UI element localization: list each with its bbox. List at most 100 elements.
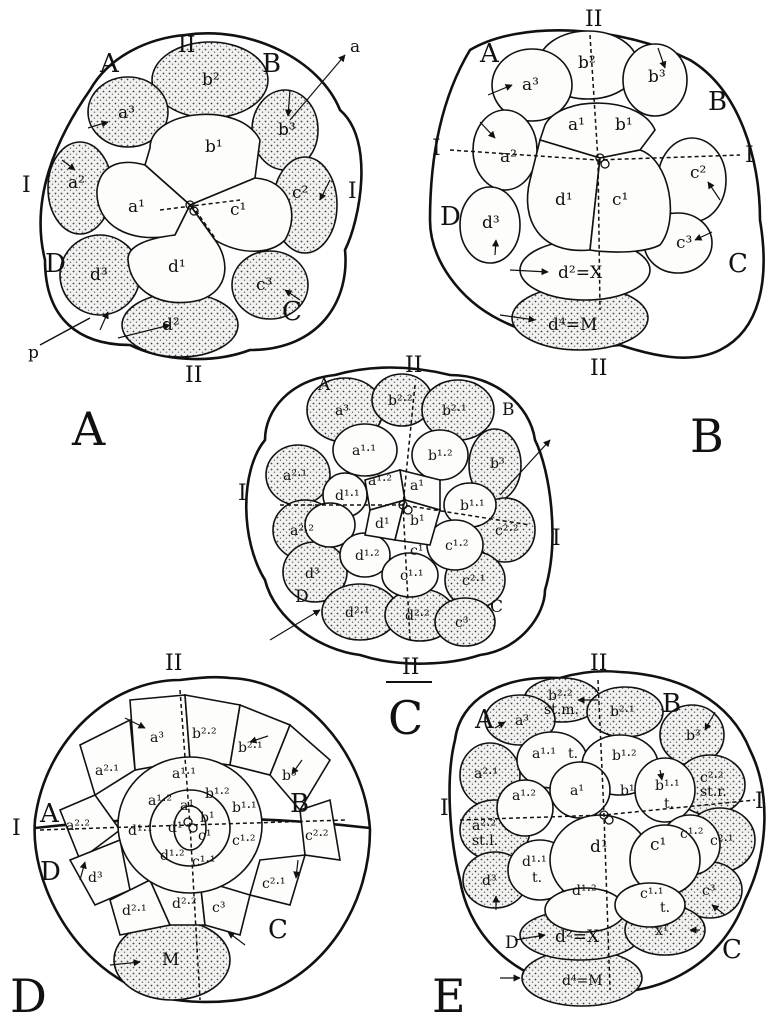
cell-label: st.m. xyxy=(544,702,579,718)
cell-label: a³ xyxy=(522,75,539,95)
quadrant-a: A xyxy=(317,375,331,395)
cell-label: c² xyxy=(690,163,706,183)
axis-II-top: II xyxy=(585,7,602,32)
axis-I-right: I xyxy=(755,789,764,814)
cell-label: a¹ xyxy=(180,798,194,814)
quadrant-a: A xyxy=(474,705,495,735)
quadrant-d: D xyxy=(45,249,66,279)
cell-label: c³ xyxy=(212,900,225,916)
cell-label: b¹·² xyxy=(205,786,230,802)
cell-label: a¹·² xyxy=(148,793,172,809)
cell-label: c¹ xyxy=(198,828,211,844)
cell-label: b¹·² xyxy=(612,748,637,764)
cell-label: c³ xyxy=(455,615,468,631)
cell-label: a¹ xyxy=(568,115,585,135)
cell-label: c¹ xyxy=(612,190,628,210)
cell-label: d³ xyxy=(90,265,108,285)
cell-label: b²·² xyxy=(192,726,217,742)
quadrant-d: D xyxy=(440,202,461,232)
marker-a: a xyxy=(350,37,360,57)
cell-label: d¹·² xyxy=(160,848,185,864)
cell-label: a¹ xyxy=(128,197,145,217)
cell-label: b²·¹ xyxy=(610,704,635,720)
figure-title-a: A xyxy=(71,402,106,456)
cell-label: a²·¹ xyxy=(283,468,307,484)
cell-label: st.l. xyxy=(472,833,498,849)
quadrant-c: C xyxy=(722,935,742,965)
cell-label: c¹·² xyxy=(232,833,256,849)
animal-arrow xyxy=(290,55,345,120)
cell-label: a²·² xyxy=(290,523,314,539)
cell-label: c²·¹ xyxy=(262,876,286,892)
cell-label: d²·² xyxy=(405,608,430,624)
figure-e: a³ b²·² st.m. b²·¹ b³ a²·¹ a¹·¹ t. b¹·² … xyxy=(432,651,764,1017)
cell-label: a²·² xyxy=(472,818,496,834)
cell-label: a¹ xyxy=(410,478,424,494)
figure-title-b: B xyxy=(690,409,724,463)
cell-label: b¹ xyxy=(615,115,633,135)
cell-label: t. xyxy=(664,796,674,812)
cell-label: d³ xyxy=(482,873,497,889)
cell-label: b¹·² xyxy=(428,448,453,464)
cell-label: d¹·² xyxy=(355,548,380,564)
cell-label: a²·¹ xyxy=(95,763,119,779)
cell-label: b³ xyxy=(278,120,296,140)
axis-II-bottom: II xyxy=(590,356,607,381)
cell-label: a² xyxy=(68,173,85,193)
cell-label: b² xyxy=(202,70,220,90)
figure-title-d: D xyxy=(10,969,47,1017)
quadrant-c: C xyxy=(282,297,302,327)
quadrant-c: C xyxy=(268,915,288,945)
quadrant-d: D xyxy=(295,587,309,607)
cell-label: d²·¹ xyxy=(122,903,147,919)
quadrant-d: D xyxy=(505,933,519,953)
cell-label: b² xyxy=(578,53,596,73)
cell-label: c² xyxy=(292,183,308,203)
cell-label: a¹·¹ xyxy=(352,443,376,459)
cell-label: b²·¹ xyxy=(442,403,467,419)
quadrant-b: B xyxy=(662,689,681,719)
cell-label: d³ xyxy=(482,213,500,233)
cell-label: a¹·² xyxy=(368,473,392,489)
quadrant-c: C xyxy=(490,597,503,617)
cell-label: c¹·¹ xyxy=(400,568,424,584)
cell-label: c³ xyxy=(256,275,272,295)
cell-label: d²=X xyxy=(558,263,603,283)
cell-label: c¹ xyxy=(410,543,423,559)
cell-label: d²·² xyxy=(172,896,197,912)
cell-label: d¹ xyxy=(375,516,390,532)
cell-label: c³ xyxy=(676,233,692,253)
quadrant-b: B xyxy=(262,49,281,79)
cell-label: b³ xyxy=(648,67,666,87)
axis-II-top: II xyxy=(165,651,182,676)
figure-c: a³ b²·² b²·¹ a¹·¹ b¹·² b³ a²·¹ a¹·² a¹ b… xyxy=(238,353,561,745)
cell-label: d³ xyxy=(88,870,103,886)
cell-label: d⁴=M xyxy=(562,973,603,989)
quadrant-d: D xyxy=(40,857,61,887)
figure-title-c: C xyxy=(388,691,423,745)
cell-label: a²·¹ xyxy=(474,766,498,782)
cell-label: b¹ xyxy=(410,513,425,529)
cell-label: d¹ xyxy=(168,820,183,836)
cell-label: b¹ xyxy=(200,810,215,826)
cell-label: t. xyxy=(532,870,542,886)
cell-label: b¹·¹ xyxy=(655,778,680,794)
cell-label: b²·² xyxy=(388,393,413,409)
cell-label: c¹·¹ xyxy=(192,854,216,870)
cell-label: b¹ xyxy=(620,783,635,799)
cell-label: b¹·¹ xyxy=(232,800,257,816)
cell-label: c¹·² xyxy=(680,826,704,842)
quadrant-b: B xyxy=(502,400,515,420)
cell-label: a² xyxy=(500,147,517,167)
figure-a: b² b¹ b³ c² c¹ c³ d¹ d² d³ a¹ a² a³ a p … xyxy=(22,33,361,456)
cell-label: d¹·¹ xyxy=(128,823,153,839)
quadrant-b: B xyxy=(708,87,727,117)
cell-label: d²=X xyxy=(555,927,600,947)
cell-label: d⁴=M xyxy=(548,315,597,335)
marker-p: p xyxy=(28,343,39,363)
cell-label: b¹ xyxy=(205,137,223,157)
cell-label: t. xyxy=(660,900,670,916)
axis-II-top: II xyxy=(590,651,607,676)
cell-label: b¹·¹ xyxy=(460,498,485,514)
cell-label: b³ xyxy=(490,456,505,472)
